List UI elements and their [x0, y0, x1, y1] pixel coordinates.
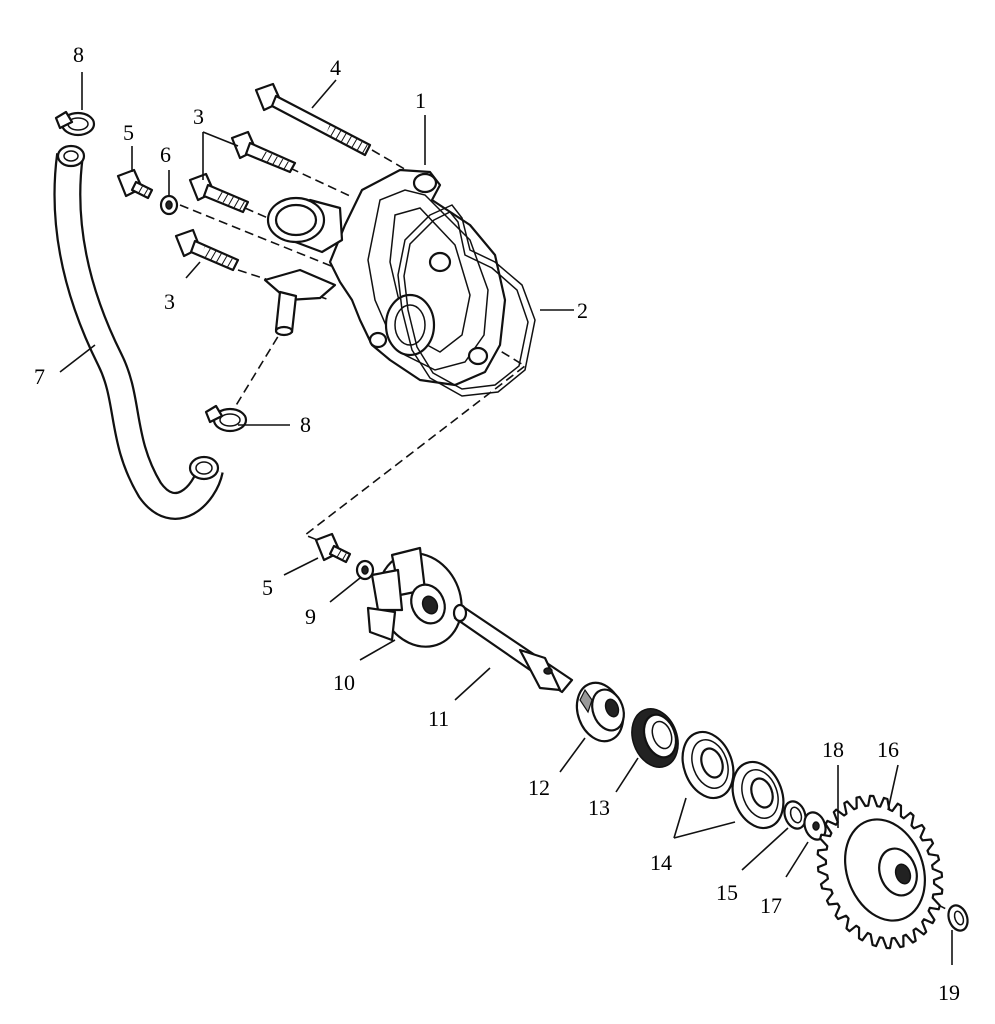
- callout-numbers: 1 2 3 3 4 5 5 6 7 8 8 9 10 11 12 13 14 1…: [34, 42, 960, 1005]
- shaft-11: [452, 603, 574, 694]
- bolt-3-lower: [174, 228, 240, 272]
- callout-1: 1: [415, 88, 426, 113]
- bearing-14-inner: [681, 730, 735, 800]
- seal-12: [575, 681, 625, 743]
- washer-17: [803, 811, 827, 841]
- impeller-10: [366, 546, 463, 648]
- callout-5-upper: 5: [123, 120, 134, 145]
- callout-11: 11: [428, 706, 449, 731]
- long-bolt-4: [254, 82, 372, 157]
- callout-8-upper: 8: [73, 42, 84, 67]
- oil-seal-13: [631, 708, 679, 768]
- circlip-15: [783, 800, 807, 830]
- gear-16: [816, 794, 944, 950]
- washer-6: [159, 194, 179, 216]
- callout-2: 2: [577, 298, 588, 323]
- callout-6: 6: [160, 142, 171, 167]
- callout-8-lower: 8: [300, 412, 311, 437]
- callout-3-lower: 3: [164, 289, 175, 314]
- callout-17: 17: [760, 893, 782, 918]
- callout-13: 13: [588, 795, 610, 820]
- callout-16: 16: [877, 737, 899, 762]
- callout-4: 4: [330, 55, 341, 80]
- bolt-3-upper: [230, 130, 297, 174]
- callout-14: 14: [650, 850, 672, 875]
- pump-cover: [263, 168, 507, 387]
- hose-7: [53, 144, 224, 520]
- callout-7: 7: [34, 364, 45, 389]
- callout-19: 19: [938, 980, 960, 1005]
- alignment-lines: [179, 149, 949, 911]
- clamp-8-lower: [204, 404, 248, 433]
- bolt-5-upper: [116, 168, 154, 200]
- callout-18: 18: [822, 737, 844, 762]
- washer-9: [355, 559, 375, 581]
- leader-lines: [59, 72, 953, 965]
- callout-5-lower: 5: [262, 575, 273, 600]
- callout-9: 9: [305, 604, 316, 629]
- bearing-14-outer: [731, 760, 785, 830]
- callout-12: 12: [528, 775, 550, 800]
- callout-15: 15: [716, 880, 738, 905]
- callout-3-upper: 3: [193, 104, 204, 129]
- callout-10: 10: [333, 670, 355, 695]
- bolt-5-lower: [314, 532, 352, 564]
- clamp-8-upper: [54, 110, 96, 137]
- bolt-3-middle: [188, 172, 250, 214]
- gasket: [397, 204, 536, 397]
- circlip-19: [947, 904, 969, 932]
